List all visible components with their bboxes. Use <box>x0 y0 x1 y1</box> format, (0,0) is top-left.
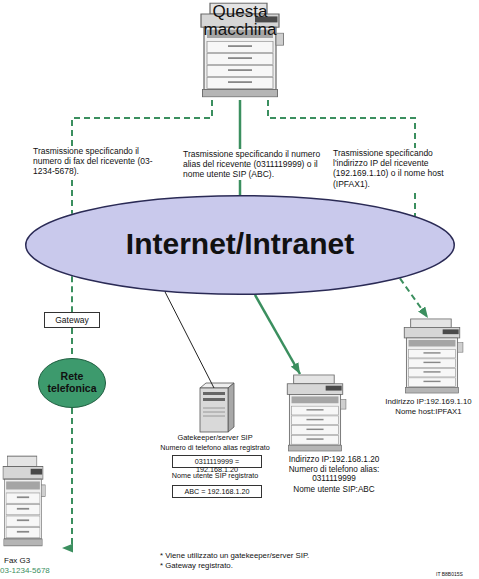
node-text: Nome host:IPFAX1 <box>378 408 479 417</box>
registry-box: 0311119999 = 192.168.1.20 <box>172 455 262 468</box>
machine-node: Indirizzo IP:192.169.1.10Nome host:IPFAX… <box>378 318 479 418</box>
fax-node: Fax G303-1234-5678 <box>0 455 62 575</box>
node-text: Numero di telefono alias registrato <box>140 444 290 453</box>
dashed-connector <box>400 278 428 318</box>
edge-label: Trasmissione specificando il numero di f… <box>33 146 157 177</box>
thin-connector <box>165 292 214 388</box>
dashed-connector <box>62 408 72 548</box>
dashed-connector <box>71 276 73 312</box>
node-text: Nome utente SIP registrato <box>140 472 290 481</box>
server-side <box>228 383 234 432</box>
ellipse-shape <box>26 196 455 295</box>
edge-label: Trasmissione specificando l'indirizzo IP… <box>333 148 463 189</box>
gateway-box: Gateway <box>44 312 100 328</box>
dashed-connector <box>71 328 73 358</box>
machine-illustration <box>287 375 346 451</box>
node-text: 03-1234-5678 <box>0 566 62 576</box>
node-text: Indirizzo IP:192.169.1.10 <box>378 398 479 407</box>
fax-illustration <box>3 456 45 546</box>
node-text: Rete telefonica <box>38 371 106 394</box>
machine-node: Questa macchina <box>195 2 285 100</box>
footnote: * Gateway registrato. <box>160 561 410 570</box>
machine-illustration <box>404 319 463 393</box>
vent-line <box>203 408 225 409</box>
phone-network-ellipse: Rete telefonica <box>38 358 106 408</box>
node-text: Indirizzo IP:192.168.1.20 <box>276 455 392 464</box>
server-front <box>200 388 228 432</box>
node-text: Gateway <box>45 316 99 326</box>
node-text: Questa macchina <box>195 3 285 39</box>
network-ellipse: Internet/Intranet <box>25 195 455 295</box>
machine-node: Indirizzo IP:192.168.1.20Numero di telef… <box>276 374 392 500</box>
node-text: Internet/Intranet <box>25 227 455 262</box>
node-text: Gatekeeper/server SIP <box>140 434 290 443</box>
solid-connector <box>239 100 242 195</box>
node-text: ABC = 192.168.1.20 <box>173 488 261 497</box>
edge-label: Trasmissione specificando il numero alia… <box>183 149 335 180</box>
vent-line <box>203 412 225 413</box>
server-illustration <box>200 383 234 432</box>
drive-slot <box>203 392 225 395</box>
node-text: Fax G3 <box>4 556 62 566</box>
drive-slot <box>203 398 225 401</box>
registry-box: ABC = 192.168.1.20 <box>172 485 262 498</box>
vent-line <box>203 416 225 417</box>
footnote: * Viene utilizzato un gatekeeper/server … <box>160 551 410 560</box>
solid-connector <box>255 295 300 374</box>
server-node: 0311119999 = 192.168.1.20ABC = 192.168.1… <box>140 388 290 502</box>
figure-code: IT B8B015S <box>436 571 479 577</box>
ellipse-shape <box>39 359 106 408</box>
node-text: Nome utente SIP:ABC <box>276 485 392 494</box>
node-text: Numero di telefono alias: 0311119999 <box>276 465 392 484</box>
